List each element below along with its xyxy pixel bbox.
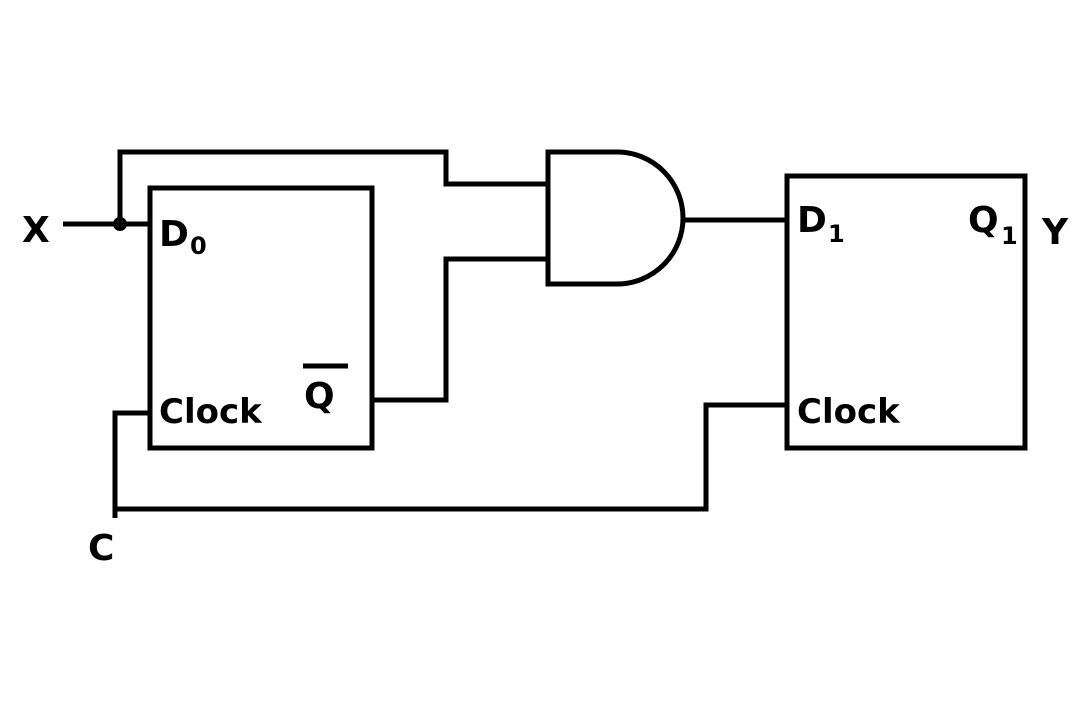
flipflop-1 [784, 173, 1028, 451]
wire-clock [112, 402, 787, 518]
flipflop-0 [147, 185, 375, 451]
ff1-clock-label: Clock [797, 392, 901, 432]
ff1-q-subscript: 1 [1001, 222, 1018, 250]
ff1-q-label: Q [968, 200, 999, 241]
ff0-clock-label: Clock [159, 392, 263, 432]
ff0-d-label: D [159, 214, 189, 255]
wire-x-to-and [117, 149, 548, 224]
ff1-d-label: D [797, 200, 827, 241]
and-gate [545, 149, 686, 287]
ff0-qbar-label: Q [304, 376, 335, 417]
wire-qbar-to-and [372, 256, 548, 403]
label-c: C [88, 528, 114, 569]
ff1-d-subscript: 1 [828, 220, 845, 248]
label-x: X [22, 210, 50, 251]
ff0-d-subscript: 0 [190, 232, 207, 260]
label-y: Y [1041, 212, 1069, 253]
